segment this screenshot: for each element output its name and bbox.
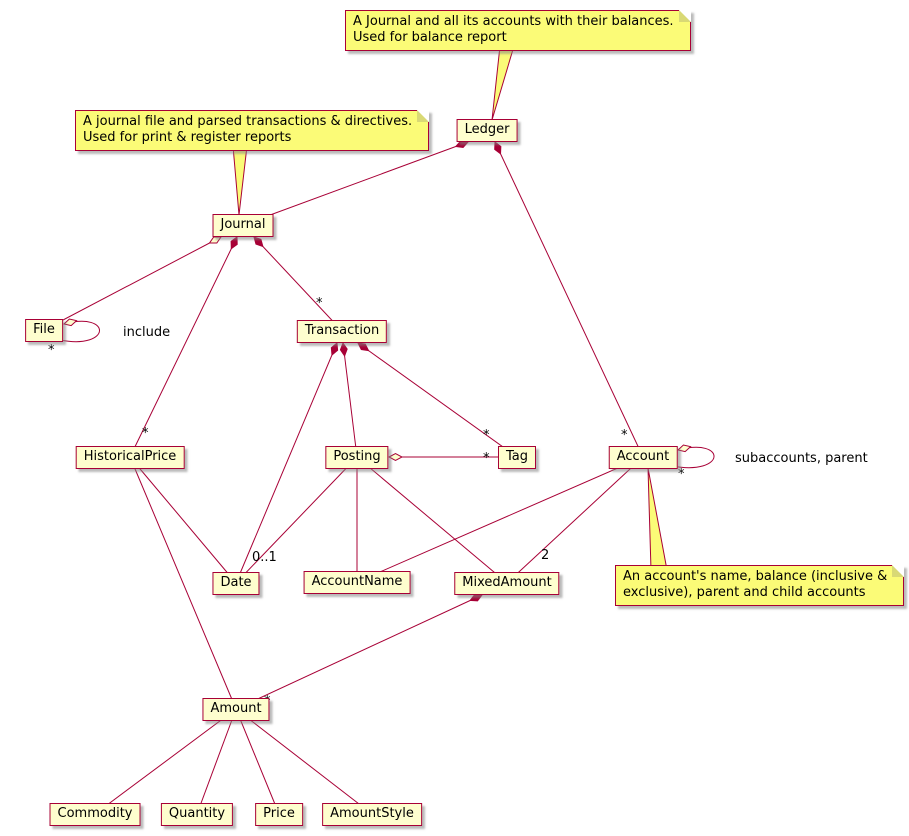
edge-journal-transaction	[254, 237, 343, 332]
class-node-amount: Amount	[202, 698, 270, 721]
class-node-price: Price	[255, 803, 303, 826]
edge-amount-amountstyle	[235, 708, 373, 815]
edge-journal-historicalprice	[129, 237, 237, 458]
edge-journal-file	[43, 237, 221, 331]
note-connector-journal	[232, 145, 248, 216]
class-node-accountname: AccountName	[303, 571, 411, 594]
label-historicalprice-multiplicity: *	[142, 426, 149, 441]
class-node-ledger: Ledger	[456, 119, 518, 142]
label-date-multiplicity: 0..1	[252, 550, 277, 565]
class-node-commodity: Commodity	[49, 803, 141, 826]
class-node-mixedamount: MixedAmount	[454, 572, 560, 595]
label-file-loop-multiplicity: *	[48, 343, 55, 358]
edge-amount-commodity	[94, 708, 237, 815]
edge-mixedamount-amount	[235, 595, 482, 710]
class-node-transaction: Transaction	[296, 320, 388, 343]
note-ledger: A Journal and all its accounts with thei…	[345, 10, 691, 51]
edge-account-accountname	[356, 456, 644, 583]
note-connector-account	[647, 467, 668, 571]
label-tag-from-transaction-multiplicity: *	[483, 428, 490, 443]
edge-transaction-posting	[343, 343, 358, 458]
class-node-tag: Tag	[497, 446, 537, 469]
edge-transaction-tag	[358, 343, 518, 458]
class-node-file: File	[25, 319, 63, 342]
edge-ledger-journal	[242, 142, 468, 226]
edge-posting-mixedamount	[356, 456, 508, 584]
note-connector-ledger	[491, 45, 515, 121]
edge-file-include-selfloop	[59, 321, 100, 343]
note-account: An account's name, balance (inclusive & …	[615, 565, 905, 606]
note-journal: A journal file and parsed transactions &…	[75, 110, 430, 151]
label-account-from-ledger-multiplicity: *	[621, 428, 628, 443]
edge-transaction-date	[235, 343, 337, 584]
class-node-date: Date	[212, 572, 260, 595]
edge-amount-price	[235, 708, 280, 815]
edge-amount-quantity	[196, 708, 237, 815]
label-account-loop-multiplicity: *	[678, 467, 685, 482]
label-subaccounts-parent: subaccounts, parent	[735, 451, 868, 466]
edge-account-mixedamount	[506, 456, 644, 584]
edge-account-subaccounts-selfloop	[671, 447, 715, 469]
class-node-historicalprice: HistoricalPrice	[75, 446, 185, 469]
class-node-account: Account	[608, 446, 678, 469]
class-node-journal: Journal	[212, 214, 274, 237]
label-mixedamount-multiplicity: 2	[541, 548, 549, 563]
label-include: include	[123, 325, 170, 340]
class-node-amountstyle: AmountStyle	[322, 803, 422, 826]
edge-ledger-account	[495, 142, 644, 458]
edge-posting-date	[235, 456, 358, 584]
edge-historicalprice-date	[129, 456, 237, 584]
class-node-posting: Posting	[325, 446, 389, 469]
edge-historicalprice-amount	[129, 456, 237, 710]
label-transaction-multiplicity: *	[316, 296, 323, 311]
label-tag-from-posting-multiplicity: *	[483, 451, 490, 466]
class-node-quantity: Quantity	[160, 803, 234, 826]
